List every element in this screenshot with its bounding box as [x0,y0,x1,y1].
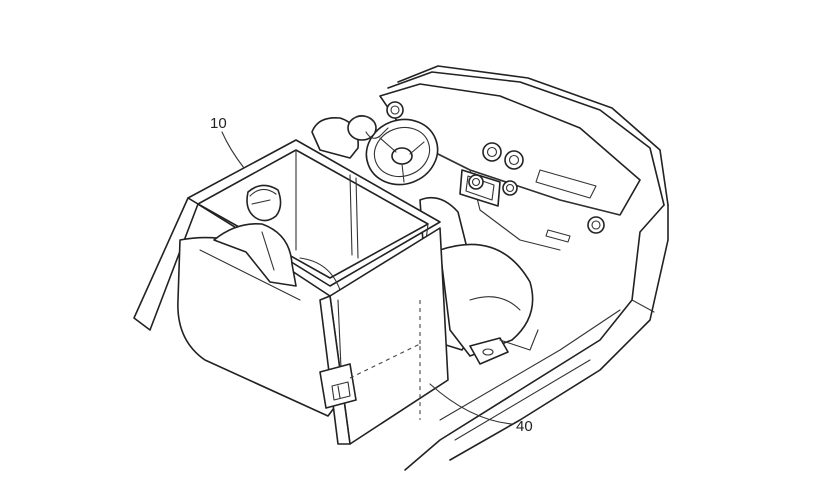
occupant-figure [213,184,297,287]
vehicle-body [387,65,669,471]
leader-lines [221,131,513,425]
dash-display [535,169,597,199]
driver-figure [347,114,389,141]
air-vents [386,101,605,234]
leader-10 [221,131,245,169]
partition-enclosure [133,139,449,445]
dashboard [379,83,641,251]
ref-numeral-10: 10 [210,115,227,132]
leader-40 [429,383,513,425]
ref-numeral-40: 40 [516,418,533,435]
steering-wheel [365,118,439,186]
